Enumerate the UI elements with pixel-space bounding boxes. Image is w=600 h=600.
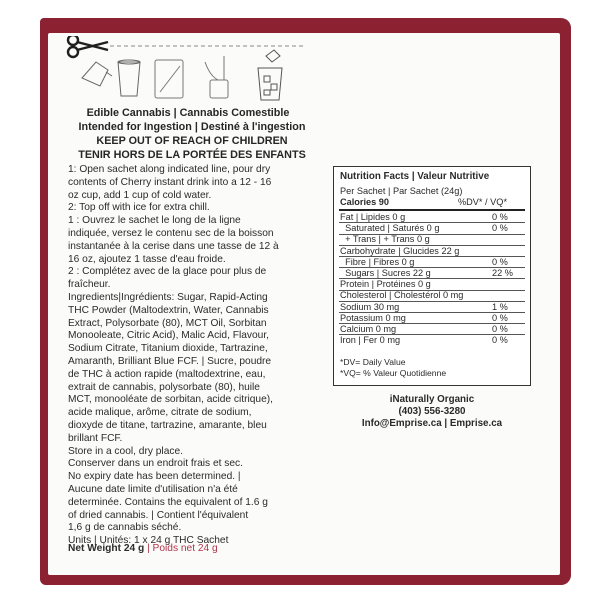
body-line: 2: Top off with ice for extra chill.	[68, 202, 210, 214]
nutrient-divider	[339, 233, 525, 235]
nutrient-row: Potassium 0 mg 0 %	[340, 313, 524, 323]
nutrient-divider	[339, 323, 525, 325]
serving-size: Per Sachet | Par Sachet (24g)	[340, 186, 463, 196]
nutrient-row: Cholesterol | Cholestérol 0 mg	[340, 290, 524, 300]
body-line: de THC à action rapide (maltodextrine, e…	[68, 368, 266, 380]
nutrient-row: Sugars | Sucres 22 g 22 %	[340, 268, 524, 278]
body-line: Monooleate, Citric Acid), Malic Acid, Fl…	[68, 330, 269, 342]
body-line: dioxyde de titane, tartrazine, amarante,…	[68, 420, 267, 431]
header-line-3: KEEP OUT OF REACH OF CHILDREN	[96, 135, 288, 147]
nutrient-percent: 22 %	[492, 268, 513, 278]
scissors-icon	[66, 36, 109, 59]
nutrient-percent: 1 %	[492, 301, 508, 312]
body-line: Extract, Polysorbate (80), MCT Oil, Sorb…	[68, 317, 267, 329]
net-weight-en: Net Weight 24 g | Poids net 24 g	[68, 543, 218, 554]
nutrient-label: Calcium 0 mg	[340, 324, 397, 334]
nutrient-row: Carbohydrate | Glucides 22 g	[340, 246, 524, 256]
footnote-vq: *VQ= % Valeur Quotidienne	[340, 368, 447, 378]
body-line: 1 : Ouvrez le sachet le long de la ligne	[68, 215, 241, 227]
body-line: fraîcheur.	[68, 279, 111, 291]
body-line: Aucune date limite d'utilisation n'a été	[68, 484, 238, 495]
sachet-icon	[154, 59, 184, 99]
company-phone: (403) 556-3280	[398, 406, 466, 417]
nutrient-row: Protein | Protéines 0 g	[340, 279, 524, 289]
footnote-dv: *DV= Daily Value	[340, 357, 406, 367]
nutrient-divider	[339, 256, 525, 257]
body-line: Units | Unités: 1 x 24 g THC Sachet	[68, 535, 229, 547]
nutrient-percent: 0 %	[492, 312, 508, 323]
header-line-4: TENIR HORS DE LA PORTÉE DES ENFANTS	[78, 149, 306, 161]
nutrient-percent: 0 %	[492, 223, 508, 234]
company-name: iNaturally Organic	[389, 394, 475, 405]
nutrient-divider	[339, 312, 525, 313]
body-line: acide malique, arôme, citrate de sodium,	[68, 407, 252, 419]
cup-icon	[117, 59, 141, 97]
body-line: Amaranth, Brilliant Blue FCF. | Sucre, p…	[68, 356, 272, 367]
nutrient-percent: 0 %	[492, 335, 508, 346]
nutrient-row: + Trans | + Trans 0 g	[340, 234, 524, 244]
body-line: contents of Cherry instant drink into a …	[68, 176, 272, 188]
nutrient-row: Iron | Fer 0 mg 0 %	[340, 335, 524, 345]
nutrient-divider	[339, 267, 525, 269]
body-line: determinée. Contains the equivalent of 1…	[68, 496, 268, 508]
net-weight-fr: | Poids net 24 g	[147, 543, 218, 554]
nutrient-divider	[339, 289, 525, 291]
body-line: extrait de cannabis, polysorbate (80), h…	[68, 381, 260, 393]
nutrient-label: Protein | Protéines 0 g	[340, 279, 431, 290]
pour-stream-icon	[204, 56, 229, 99]
nutrient-label: Fat | Lipides 0 g	[340, 212, 406, 222]
body-line: 16 oz, ajoutez 1 tasse d'eau froide.	[68, 253, 226, 265]
body-line: instantanée à la cerise dans une tasse d…	[68, 240, 279, 252]
body-line: 1: Open sachet along indicated line, pou…	[68, 164, 271, 175]
nutrient-label: Sugars | Sucres 22 g	[340, 268, 431, 278]
calories-row: Calories 90 %DV* / VQ*	[340, 197, 508, 207]
nutrient-row: Fat | Lipides 0 g 0 %	[340, 212, 524, 222]
body-line: 1,6 g de cannabis séché.	[68, 522, 182, 534]
nutrient-divider	[339, 244, 525, 246]
body-line: of dried cannabis. | Contient l'équivale…	[68, 509, 249, 521]
pour-icon	[81, 61, 113, 87]
nutrient-label: Iron | Fer 0 mg	[340, 335, 401, 346]
header-line-1: Edible Cannabis | Cannabis Comestible	[86, 107, 290, 119]
body-line: Sodium Citrate, Titanium dioxide, Tartra…	[68, 343, 268, 355]
nutrition-facts-table: Nutrition Facts | Valeur Nutritive Per S…	[333, 166, 531, 386]
nutrient-label: Saturated | Saturés 0 g	[340, 223, 440, 234]
ice-icon	[257, 49, 283, 101]
body-line: THC Powder (Maltodextrin, Water, Cannabi…	[68, 304, 269, 316]
calories-divider	[339, 209, 525, 211]
nutrient-label: Fibre | Fibres 0 g	[340, 256, 415, 267]
nutrient-label: Sodium 30 mg	[340, 301, 400, 312]
body-line: Conserver dans un endroit frais et sec.	[68, 458, 243, 470]
nutrient-label: Cholesterol | Cholestérol 0 mg	[340, 290, 464, 301]
nutrient-divider	[339, 222, 525, 224]
company-web: Info@Emprise.ca | Emprise.ca	[361, 418, 503, 429]
body-line: Ingredients|Ingrédients: Sugar, Rapid-Ac…	[68, 292, 268, 303]
nutrient-divider	[339, 334, 525, 336]
nutrient-label: Carbohydrate | Glucides 22 g	[340, 245, 460, 256]
nutrient-percent: 0 %	[492, 324, 508, 334]
nutrient-percent: 0 %	[492, 212, 508, 222]
body-line: MCT, monooléate de sorbitan, acide citri…	[68, 394, 273, 406]
body-line: oz cup, add 1 cup of cold water.	[68, 189, 212, 201]
body-line: No expiry date has been determined. |	[68, 471, 241, 483]
nutrient-row: Calcium 0 mg 0 %	[340, 324, 524, 334]
body-line: Store in a cool, dry place.	[68, 445, 183, 457]
header-line-2: Intended for Ingestion | Destiné à l'ing…	[78, 121, 306, 133]
nutrient-row: Saturated | Saturés 0 g 0 %	[340, 223, 524, 233]
dv-header: %DV* / VQ*	[458, 197, 508, 207]
nutrition-title: Nutrition Facts | Valeur Nutritive	[340, 171, 490, 182]
instruction-illustrations	[66, 36, 305, 101]
nutrient-label: + Trans | + Trans 0 g	[340, 234, 430, 245]
nutrient-row: Fibre | Fibres 0 g 0 %	[340, 257, 524, 267]
body-line: 2 : Complétez avec de la glace pour plus…	[68, 266, 267, 278]
nutrient-divider	[339, 300, 525, 302]
nutrient-row: Sodium 30 mg 1 %	[340, 302, 524, 312]
nutrient-percent: 0 %	[492, 256, 508, 267]
nutrient-label: Potassium 0 mg	[340, 312, 406, 323]
nutrient-divider	[339, 278, 525, 280]
body-line: brillant FCF.	[68, 432, 123, 444]
body-line: indiquée, versez le contenu sec de la bo…	[68, 228, 274, 239]
